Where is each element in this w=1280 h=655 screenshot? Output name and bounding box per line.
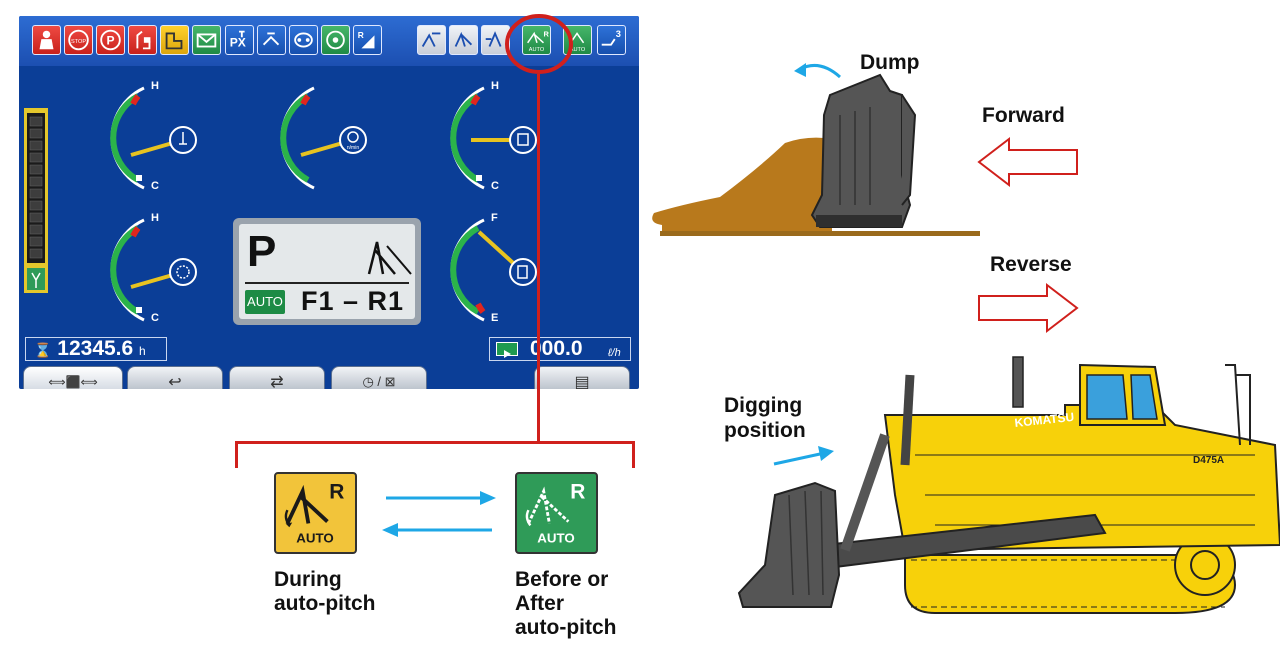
service-meter-value: 12345.6 [57,337,134,360]
switch-icon: ⇄ [270,374,284,389]
after-caption: Before or After auto-pitch [515,568,617,639]
bulldozer-illustration: KOMATSU D475A [737,356,1280,614]
travel-mode-icon: 3 [597,25,626,55]
auto-shift-badge: AUTO [245,290,285,314]
highlight-circle [505,14,573,74]
gear-position: P [247,227,277,276]
hourglass-icon: ⌛ [34,342,52,358]
transmission-display: P AUTO F1 – R1 [233,218,421,325]
dump-label: Dump [860,51,920,74]
shoe-slip-icon [289,25,318,55]
seat-belt-icon [32,25,61,55]
fan-reverse-icon [321,25,350,55]
digging-arrow [773,446,834,466]
during-icon-text: AUTO [296,530,333,545]
reverse-label: Reverse [990,253,1072,276]
message-icon [192,25,221,55]
lock-lever-icon [128,25,157,55]
machine-setting-icon: ⟺⬛⟺ [48,375,98,389]
gauge-speed-unit: n/min [347,145,359,151]
after-icon-text: AUTO [537,530,574,545]
stop-icon: STOP [64,25,93,55]
clock-meter-icon: ◷ / ⊠ [362,374,396,389]
ripper-raise-icon: R [353,25,382,55]
digging-position-label: Digging position [724,394,806,442]
gauge-coolant-bottom: C [151,180,159,192]
callout-left-tick [235,441,238,468]
during-caption: During auto-pitch [274,568,376,615]
model-text: D475A [1193,455,1224,466]
function-key-f2[interactable]: ↩ [127,366,223,389]
function-key-f3[interactable]: ⇄ [229,366,325,389]
function-key-f4[interactable]: ◷ / ⊠ [331,366,427,389]
travel-mode-number: 3 [616,29,621,39]
auto-pitch-icon-letter: R [543,29,549,38]
fuel-rate-icon [496,342,518,358]
stop-icon-text: STOP [71,39,86,45]
pilot-icon-bar: STOP P PX R [19,16,639,66]
fuel-rate-unit: ℓ/h [608,347,621,359]
gauge-powertrain-top: H [151,212,159,224]
return-icon: ↩ [168,374,182,389]
during-icon-letter: R [329,481,344,504]
forward-label: Forward [982,104,1065,127]
engine-speed-gauge: n/min [280,76,401,196]
maintenance-icon [160,25,189,55]
pitch-dump-icon: PX [225,25,254,55]
engine-coolant-gauge: H C [110,76,231,196]
blade-pitch-mode-icon [367,241,412,275]
parking-icon-text: P [106,34,114,48]
svg-text:R: R [358,30,364,40]
brand-text: KOMATSU [1014,410,1075,430]
function-key-f1[interactable]: ⟺⬛⟺ [23,366,123,389]
forward-arrow [977,136,1078,188]
fuel-consumption: 000.0 ℓ/h [489,337,631,361]
parking-brake-icon: P [96,25,125,55]
service-meter: ⌛ 12345.6 h [25,337,167,361]
callout-horizontal-line [235,441,635,444]
transmission-display-inner: P AUTO F1 – R1 [239,224,415,319]
ripper-icon [257,25,286,55]
power-train-oil-gauge: H C [110,208,231,328]
after-icon-letter: R [570,481,585,504]
machine-monitor-screen: STOP P PX R [19,16,639,389]
switch-arrows [382,491,496,537]
auto-pitch-icon: R AUTO [522,25,551,55]
transmission-divider [245,282,409,284]
gauge-powertrain-bottom: C [151,312,159,324]
dual-tilt-icon [417,25,446,55]
callout-right-tick [632,441,635,468]
service-meter-unit: h [139,344,146,358]
function-key-f6[interactable]: ▤ [534,366,630,389]
dump-illustration [652,63,980,236]
auto-pitch-icon-text: AUTO [529,47,545,53]
gauge-coolant-top: H [151,80,159,92]
blade-pitch-icon [449,25,478,55]
gauge-fuel-top: F [491,212,498,224]
hydraulic-oil-gauge: H C [450,76,571,196]
fuel-rate-value: 000.0 [530,337,583,360]
blade-tilt-icon [481,25,510,55]
auto-pitch-ready-icon: R AUTO [515,472,598,554]
callout-vertical-line [537,74,540,443]
auto-shift-icon-text: AUTO [570,47,586,53]
gauge-fuel-bottom: E [491,312,498,324]
gauge-hydraulic-bottom: C [491,180,499,192]
auto-pitch-during-icon: R AUTO [274,472,357,554]
svg-text:PX: PX [230,36,246,50]
gauge-hydraulic-top: H [491,80,499,92]
menu-icon: ▤ [574,374,590,389]
gear-range: F1 – R1 [301,286,405,316]
fuel-level-gauge: F E [450,208,571,328]
decelerator-level-bar [24,108,48,293]
reverse-arrow [978,282,1079,334]
